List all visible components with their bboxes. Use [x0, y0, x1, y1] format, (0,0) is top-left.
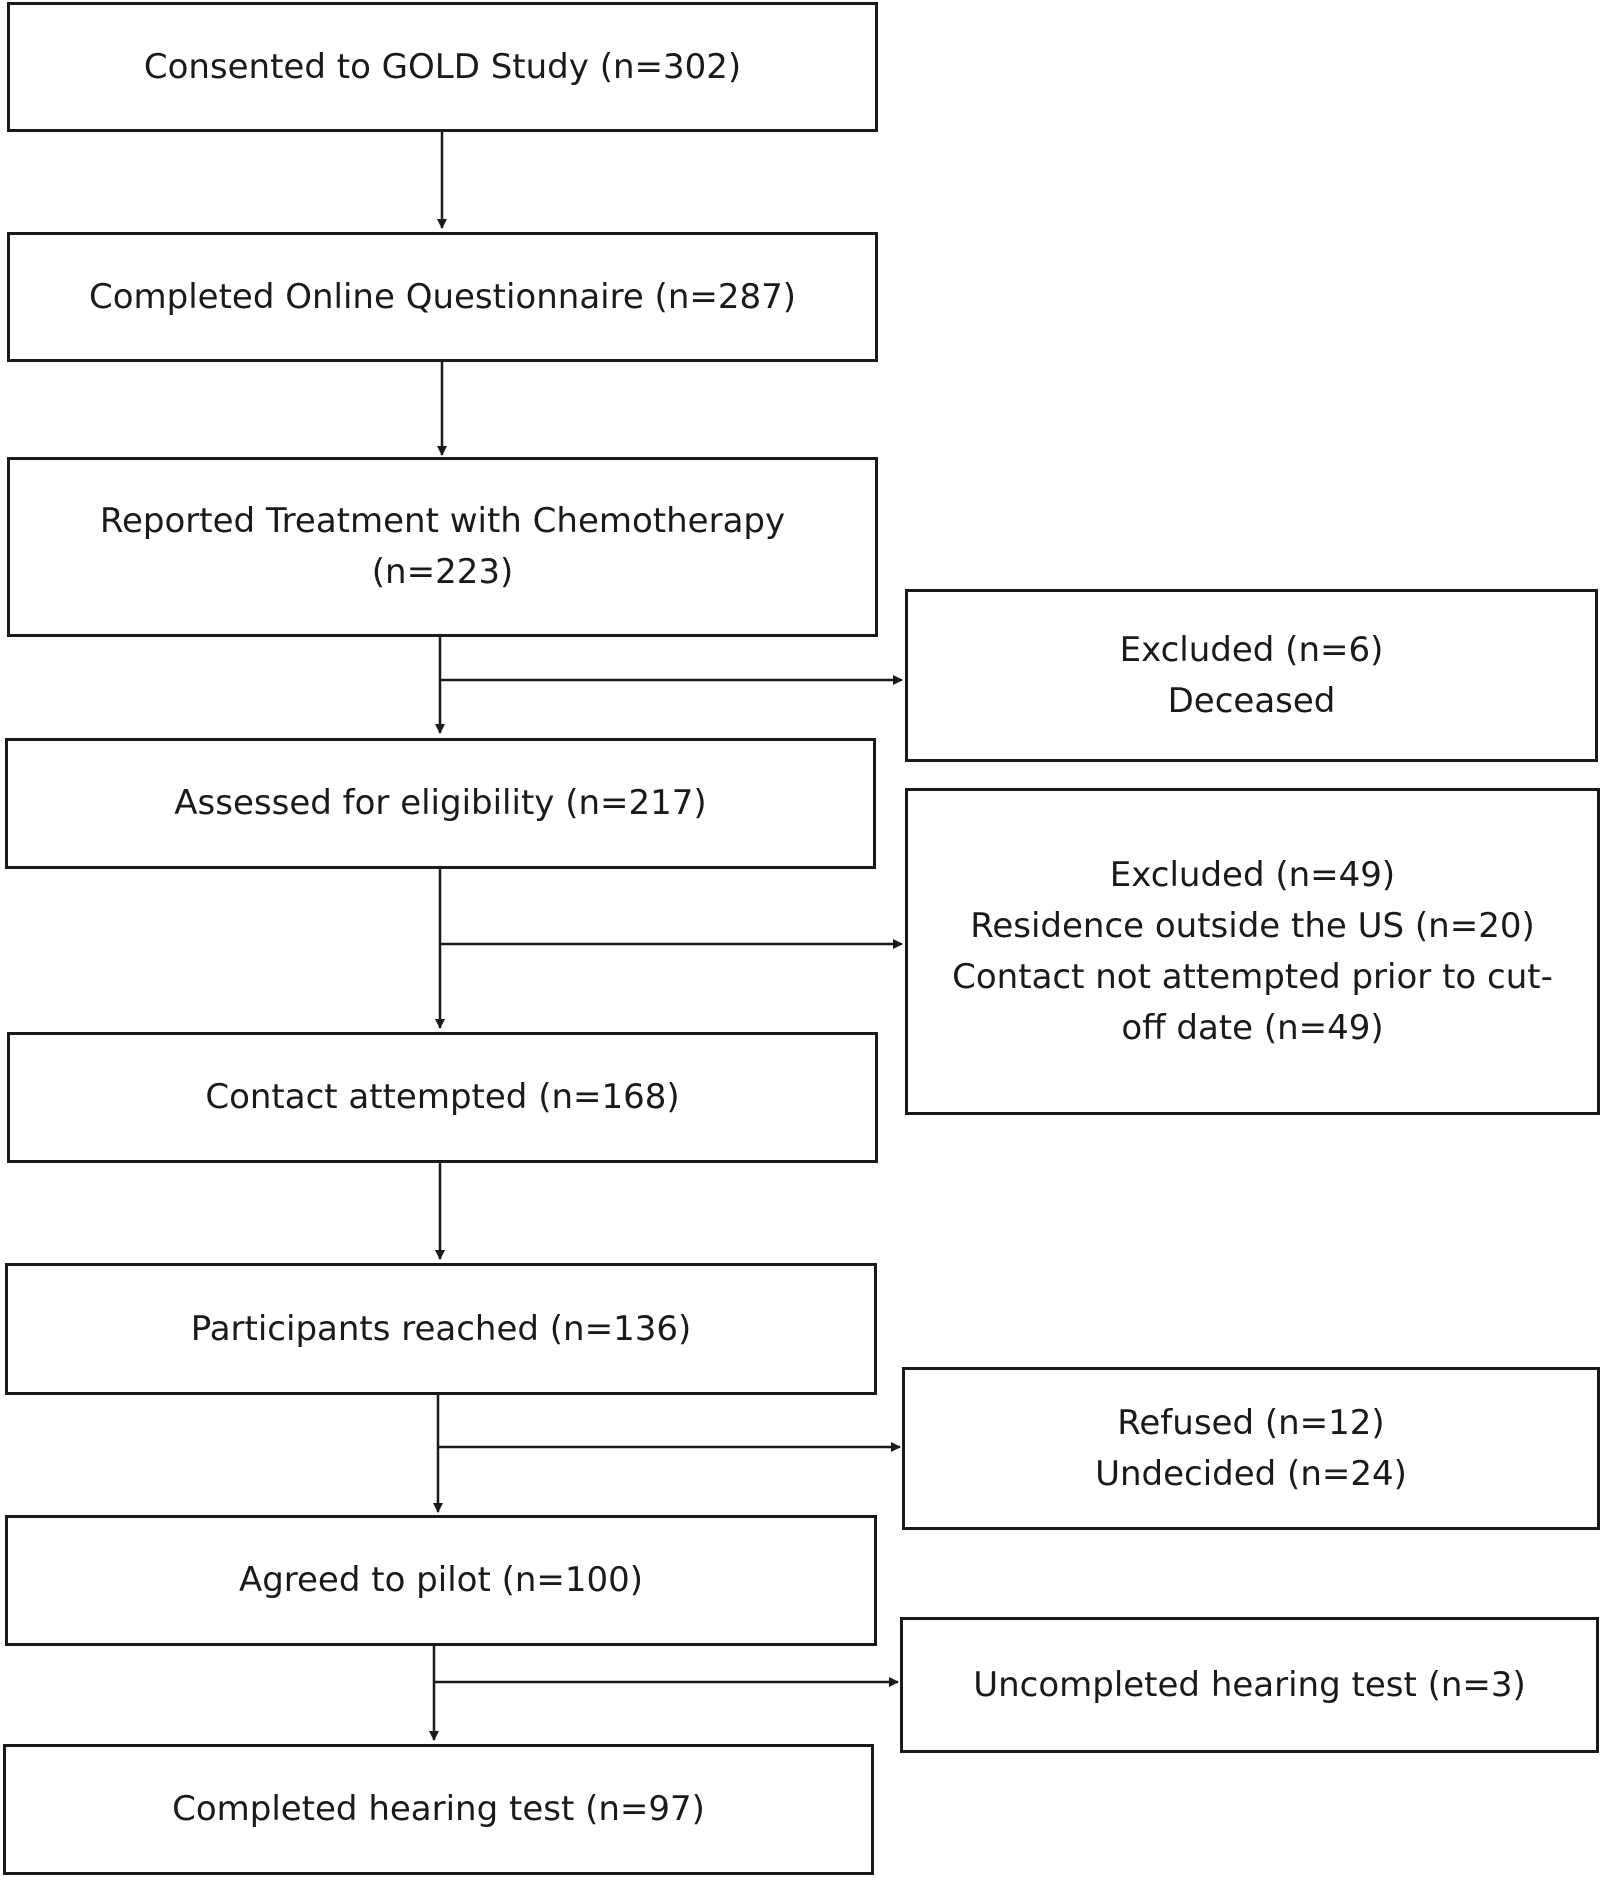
box-contact-attempted: Contact attempted (n=168) [7, 1032, 878, 1163]
box-line: Completed hearing test (n=97) [172, 1789, 705, 1829]
box-uncompleted-hearing-test: Uncompleted hearing test (n=3) [900, 1617, 1599, 1753]
box-line: Undecided (n=24) [1095, 1453, 1407, 1494]
box-refused-undecided: Refused (n=12) Undecided (n=24) [902, 1367, 1600, 1530]
box-participants-reached: Participants reached (n=136) [5, 1263, 877, 1395]
box-line: Assessed for eligibility (n=217) [174, 783, 707, 823]
box-excluded-49: Excluded (n=49) Residence outside the US… [905, 788, 1600, 1115]
box-line: Excluded (n=6) [1119, 629, 1384, 670]
box-line: Participants reached (n=136) [190, 1308, 692, 1349]
box-consented: Consented to GOLD Study (n=302) [7, 2, 878, 132]
box-line: Contact not attempted prior to cut- [952, 956, 1553, 997]
box-line: Deceased [1167, 680, 1336, 721]
box-line: Reported Treatment with Chemotherapy [99, 501, 786, 541]
box-line: Contact attempted (n=168) [205, 1077, 680, 1117]
box-line: (n=223) [371, 552, 514, 592]
box-completed-questionnaire: Completed Online Questionnaire (n=287) [7, 232, 878, 362]
box-line: off date (n=49) [1121, 1007, 1384, 1048]
box-excluded-deceased: Excluded (n=6) Deceased [905, 589, 1598, 762]
box-agreed-pilot: Agreed to pilot (n=100) [5, 1515, 877, 1646]
box-line: Uncompleted hearing test (n=3) [973, 1664, 1526, 1705]
box-chemotherapy: Reported Treatment with Chemotherapy (n=… [7, 457, 878, 637]
box-line: Residence outside the US (n=20) [970, 905, 1535, 946]
box-assessed-eligibility: Assessed for eligibility (n=217) [5, 738, 876, 869]
box-line: Completed Online Questionnaire (n=287) [88, 276, 797, 317]
box-line: Refused (n=12) [1117, 1402, 1385, 1443]
box-completed-hearing-test: Completed hearing test (n=97) [3, 1744, 874, 1875]
box-line: Excluded (n=49) [1109, 854, 1396, 895]
box-line: Consented to GOLD Study (n=302) [143, 46, 742, 87]
box-line: Agreed to pilot (n=100) [238, 1560, 644, 1600]
